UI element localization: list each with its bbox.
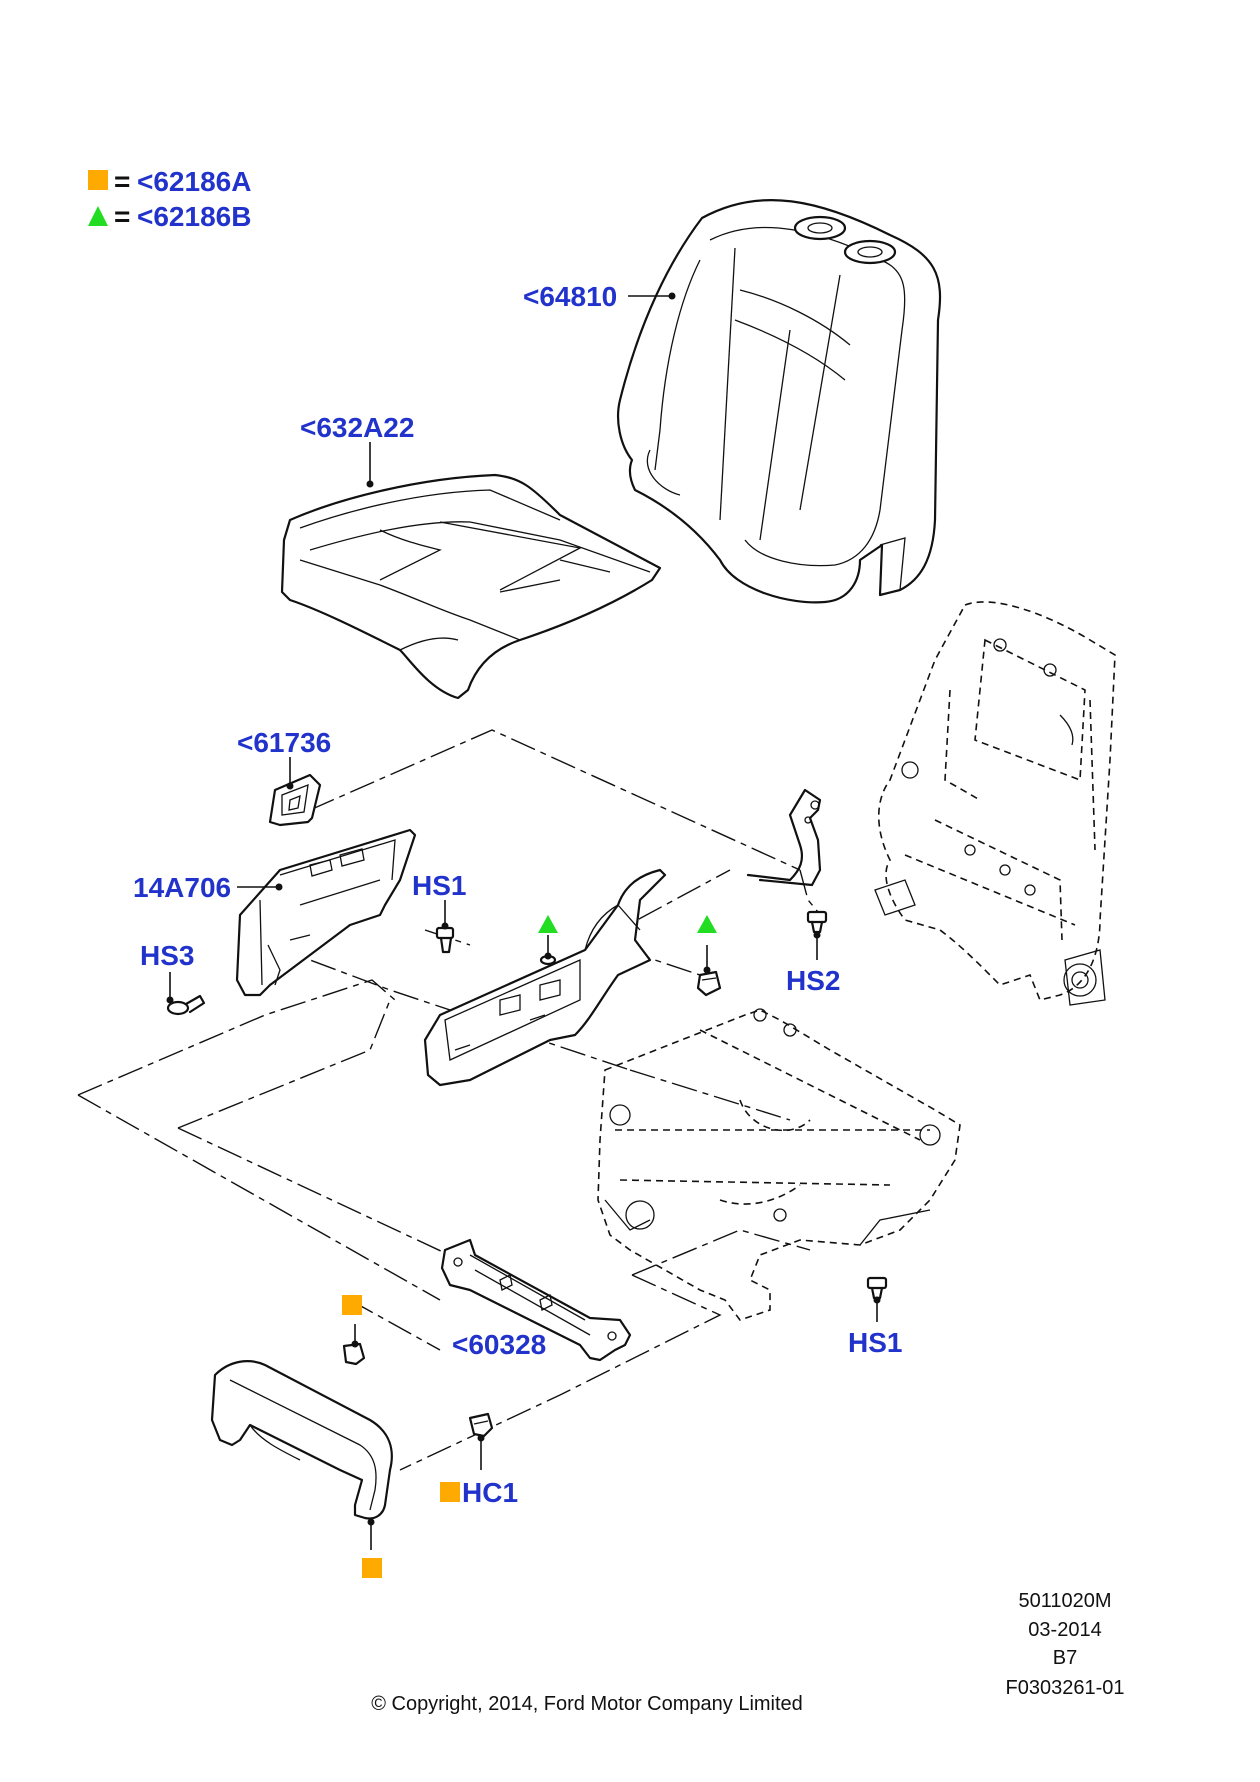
footer-figure-id: F0303261-01: [1006, 1677, 1125, 1699]
seat-base-frame: [597, 1008, 961, 1321]
front-trim-cover: [210, 1360, 393, 1520]
callout-hs1-upper: HS1: [412, 870, 466, 901]
callout-labels: <64810 <632A22 <61736 14A706 HS1 HS3 HS2…: [133, 281, 902, 1508]
recliner-cable-bracket: [746, 788, 822, 887]
legend-label-62186b: <62186B: [137, 201, 251, 232]
legend-label-62186a: <62186A: [137, 166, 251, 197]
side-shield: [235, 828, 417, 997]
seat-cushion-pad: [280, 473, 662, 700]
callout-64810: <64810: [523, 281, 617, 312]
footer-copyright: © Copyright, 2014, Ford Motor Company Li…: [371, 1693, 803, 1715]
callout-hc1: HC1: [462, 1477, 518, 1508]
assembly-phantom-lines: [77, 729, 819, 1471]
triangle-marker-right: [697, 915, 717, 933]
square-marker-upper-clip: [342, 1295, 362, 1315]
seat-back-frame: [874, 601, 1116, 1006]
front-bracket: [440, 1238, 632, 1362]
legend-triangle-marker: [88, 206, 108, 226]
callout-60328: <60328: [452, 1329, 546, 1360]
screw-hs1-lower-part: [866, 1276, 888, 1300]
square-marker-trim-bottom: [362, 1558, 382, 1578]
callout-markers: [342, 915, 717, 1578]
switch-bezel: [268, 773, 322, 827]
seat-inner-shield: [423, 868, 667, 1087]
fasteners: [166, 910, 888, 1438]
callout-hs2: HS2: [786, 965, 840, 996]
callout-14a706: 14A706: [133, 872, 231, 903]
callout-61736: <61736: [237, 727, 331, 758]
callout-hs1-lower: HS1: [848, 1327, 902, 1358]
leader-lines: [166, 292, 881, 1550]
triangle-marker-center: [538, 915, 558, 933]
footer-variant: B7: [1053, 1647, 1077, 1669]
legend: = <62186A = <62186B: [88, 166, 251, 232]
callout-hs3: HS3: [140, 940, 194, 971]
footer-ref-code: 5011020M: [1018, 1590, 1111, 1612]
screw-hs3-part: [166, 994, 206, 1016]
callout-632a22: <632A22: [300, 412, 414, 443]
square-marker-hc1: [440, 1482, 460, 1502]
legend-eq-1: =: [114, 166, 130, 197]
pushpin-triangle-right-part: [696, 970, 722, 997]
footer: 5011020M 03-2014 B7 F0303261-01 © Copyri…: [371, 1590, 1124, 1715]
clip-hc1-part: [468, 1412, 494, 1438]
legend-square-marker: [88, 170, 108, 190]
screw-hs1-upper-part: [435, 926, 455, 954]
footer-date: 03-2014: [1028, 1619, 1101, 1641]
seat-back-pad: [617, 198, 942, 604]
screw-hs2-part: [806, 910, 828, 934]
legend-eq-2: =: [114, 201, 130, 232]
